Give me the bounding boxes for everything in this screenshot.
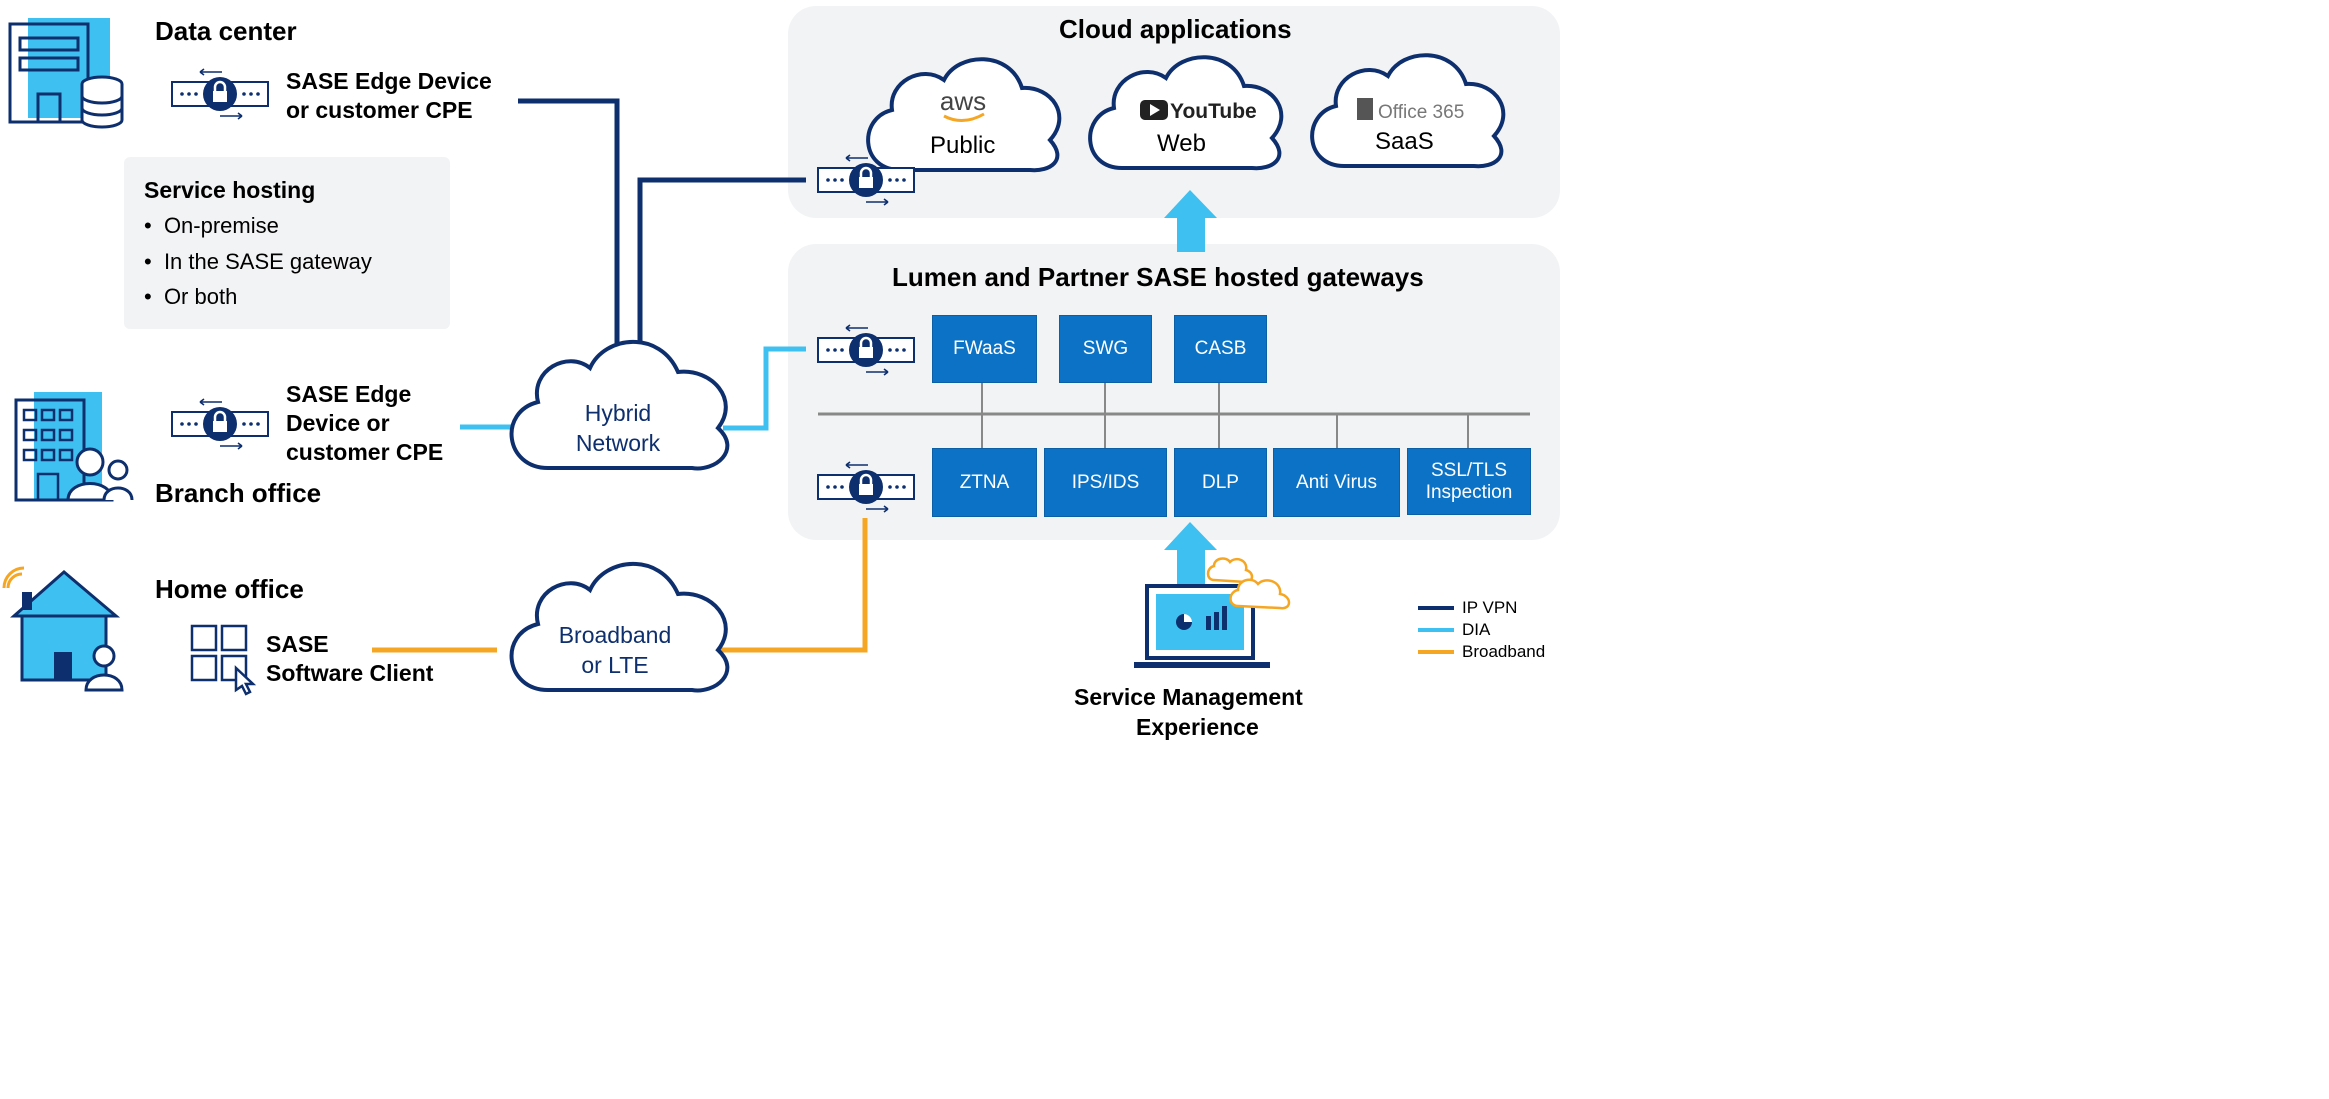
service-ssl-tls-inspection: SSL/TLS Inspection: [1407, 448, 1531, 515]
service-casb: CASB: [1174, 315, 1267, 383]
mgmt-to-gateway-arrow: [1164, 522, 1217, 588]
gateways-title: Lumen and Partner SASE hosted gateways: [892, 262, 1424, 292]
cloud-applications-title: Cloud applications: [1059, 14, 1292, 44]
sase-device-icons: [170, 67, 916, 514]
gateway-dia-lock-device-icon: [816, 323, 916, 377]
service-hosting-title: Service hosting: [144, 177, 316, 203]
hybrid-network-cloud: [509, 339, 730, 471]
service-hosting-box: [124, 157, 450, 329]
service-swg: SWG: [1059, 315, 1152, 383]
ipvpn-line-datacenter: [518, 98, 620, 355]
branch-office-icon: [14, 392, 134, 502]
datacenter-lock-device-icon: [170, 67, 270, 121]
datacenter-device-label-2: or customer CPE: [286, 97, 473, 123]
service-hosting-item: • In the SASE gateway: [144, 249, 372, 274]
office365-logo: Office 365: [1378, 102, 1464, 123]
legend-item-ip-vpn: IP VPN: [1418, 597, 1545, 619]
branch-office-title: Branch office: [155, 478, 322, 508]
home-office-title: Home office: [155, 574, 304, 604]
branch-device-label-1: SASE Edge: [286, 381, 412, 407]
home-client-label-1: SASE: [266, 631, 329, 657]
ipvpn-line-cloud: [637, 177, 806, 355]
legend-item-dia: DIA: [1418, 619, 1545, 641]
aws-logo: aws: [940, 86, 986, 116]
gateway-to-cloud-arrow: [1164, 190, 1217, 252]
branch-device-label-3: customer CPE: [286, 439, 444, 465]
cloud-app-label-saas: SaaS: [1375, 128, 1434, 155]
software-client-icon: [190, 624, 257, 696]
sase-architecture-diagram: aws YouTube Office 365: [0, 0, 1568, 744]
dia-line-gateway: [723, 346, 806, 431]
office365-icon: [1357, 98, 1373, 120]
cloud-lock-device-icon: [816, 153, 916, 207]
datacenter-device-label-1: SASE Edge Device: [286, 68, 492, 94]
legend-item-broadband: Broadband: [1418, 641, 1545, 663]
service-management-label-1: Service Management: [1074, 684, 1303, 710]
branch-lock-device-icon: [170, 397, 270, 451]
service-ztna: ZTNA: [932, 448, 1037, 517]
service-anti-virus: Anti Virus: [1273, 448, 1400, 517]
gateway-broadband-lock-device-icon: [816, 460, 916, 514]
office365-saas-cloud: [1310, 53, 1506, 169]
service-management-label-2: Experience: [1136, 714, 1259, 740]
data-center-title: Data center: [155, 16, 297, 46]
branch-device-label-2: Device or: [286, 410, 390, 436]
service-hosting-item: • Or both: [144, 284, 238, 309]
cloud-app-label-public: Public: [930, 132, 996, 159]
service-hosting-item: • On-premise: [144, 213, 279, 238]
service-ips-ids: IPS/IDS: [1044, 448, 1167, 517]
service-dlp: DLP: [1174, 448, 1267, 517]
aws-public-cloud: [866, 57, 1062, 173]
broadband-cloud: [509, 561, 730, 693]
broadband-line-gateway: [720, 518, 868, 653]
data-center-icon: [8, 18, 124, 129]
aws-smile: [943, 112, 985, 122]
home-office-icon: [2, 566, 124, 692]
youtube-web-cloud: [1088, 55, 1284, 171]
youtube-logo: YouTube: [1170, 100, 1257, 123]
home-client-label-2: Software Client: [266, 660, 434, 686]
cloud-app-label-web: Web: [1157, 130, 1206, 157]
legend: IP VPN DIA Broadband: [1418, 597, 1545, 663]
diagram-graphics: aws YouTube Office 365: [2, 18, 1530, 696]
service-management-laptop-icon: [1134, 557, 1291, 668]
service-fwaas: FWaaS: [932, 315, 1037, 383]
